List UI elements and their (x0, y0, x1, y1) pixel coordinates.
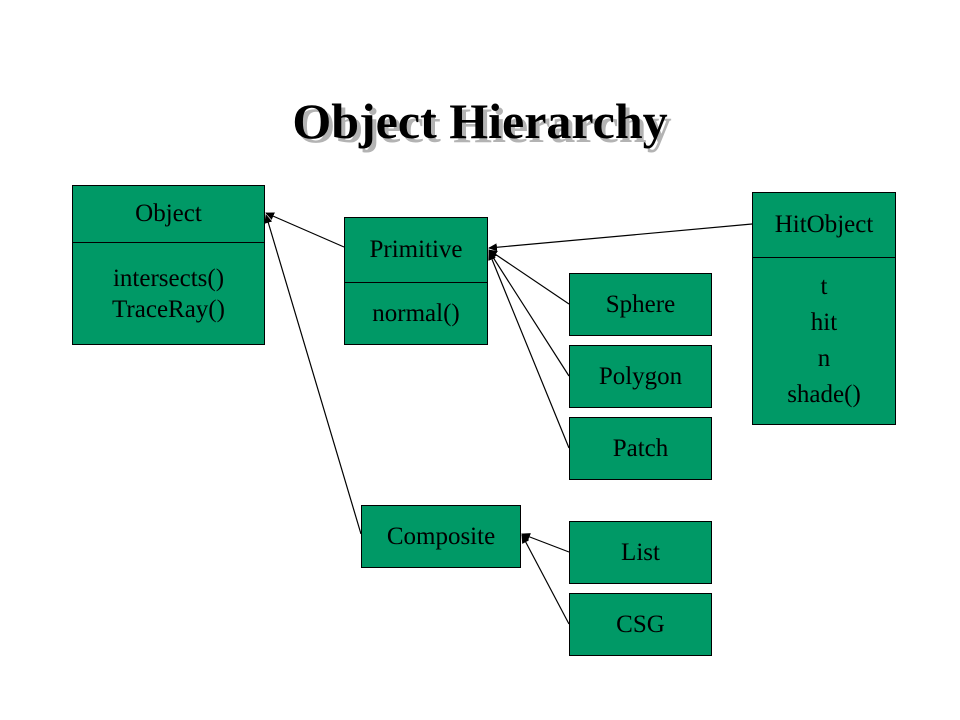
edge-sphere-primitive (488, 249, 570, 305)
class-box-hitobject: HitObject t hit n shade() (752, 192, 896, 425)
class-name: Composite (386, 522, 496, 550)
member: TraceRay() (112, 295, 225, 323)
class-members: intersects() TraceRay() (73, 243, 264, 344)
class-members: normal() (345, 283, 487, 344)
page-title: Object Hierarchy (292, 93, 668, 149)
class-name: Object (73, 186, 264, 243)
class-name: Primitive (345, 218, 487, 283)
class-name: Sphere (605, 290, 676, 318)
class-name: CSG (616, 610, 665, 638)
member: shade() (787, 381, 861, 408)
class-name: Patch (612, 434, 669, 462)
class-box-polygon: Polygon (569, 345, 712, 408)
class-name: Polygon (598, 362, 683, 390)
edge-csg-composite (521, 534, 570, 625)
class-box-list: List (569, 521, 712, 584)
member: intersects() (112, 264, 225, 292)
edge-primitive-object (265, 212, 345, 248)
member: t (820, 273, 828, 300)
member: normal() (372, 300, 460, 327)
class-box-primitive: Primitive normal() (344, 217, 488, 345)
class-box-sphere: Sphere (569, 273, 712, 336)
class-members: t hit n shade() (753, 258, 895, 424)
edge-composite-object (264, 214, 362, 535)
class-box-composite: Composite (361, 505, 521, 568)
edge-polygon-primitive (488, 250, 570, 377)
class-name: HitObject (753, 193, 895, 258)
member: hit (810, 309, 838, 336)
class-box-patch: Patch (569, 417, 712, 480)
edge-hitobject-primitive (488, 223, 753, 252)
edge-patch-primitive (488, 251, 570, 449)
member: n (817, 345, 831, 372)
class-name: List (621, 538, 660, 566)
class-box-csg: CSG (569, 593, 712, 656)
class-box-object: Object intersects() TraceRay() (72, 185, 265, 345)
edge-list-composite (521, 533, 570, 553)
